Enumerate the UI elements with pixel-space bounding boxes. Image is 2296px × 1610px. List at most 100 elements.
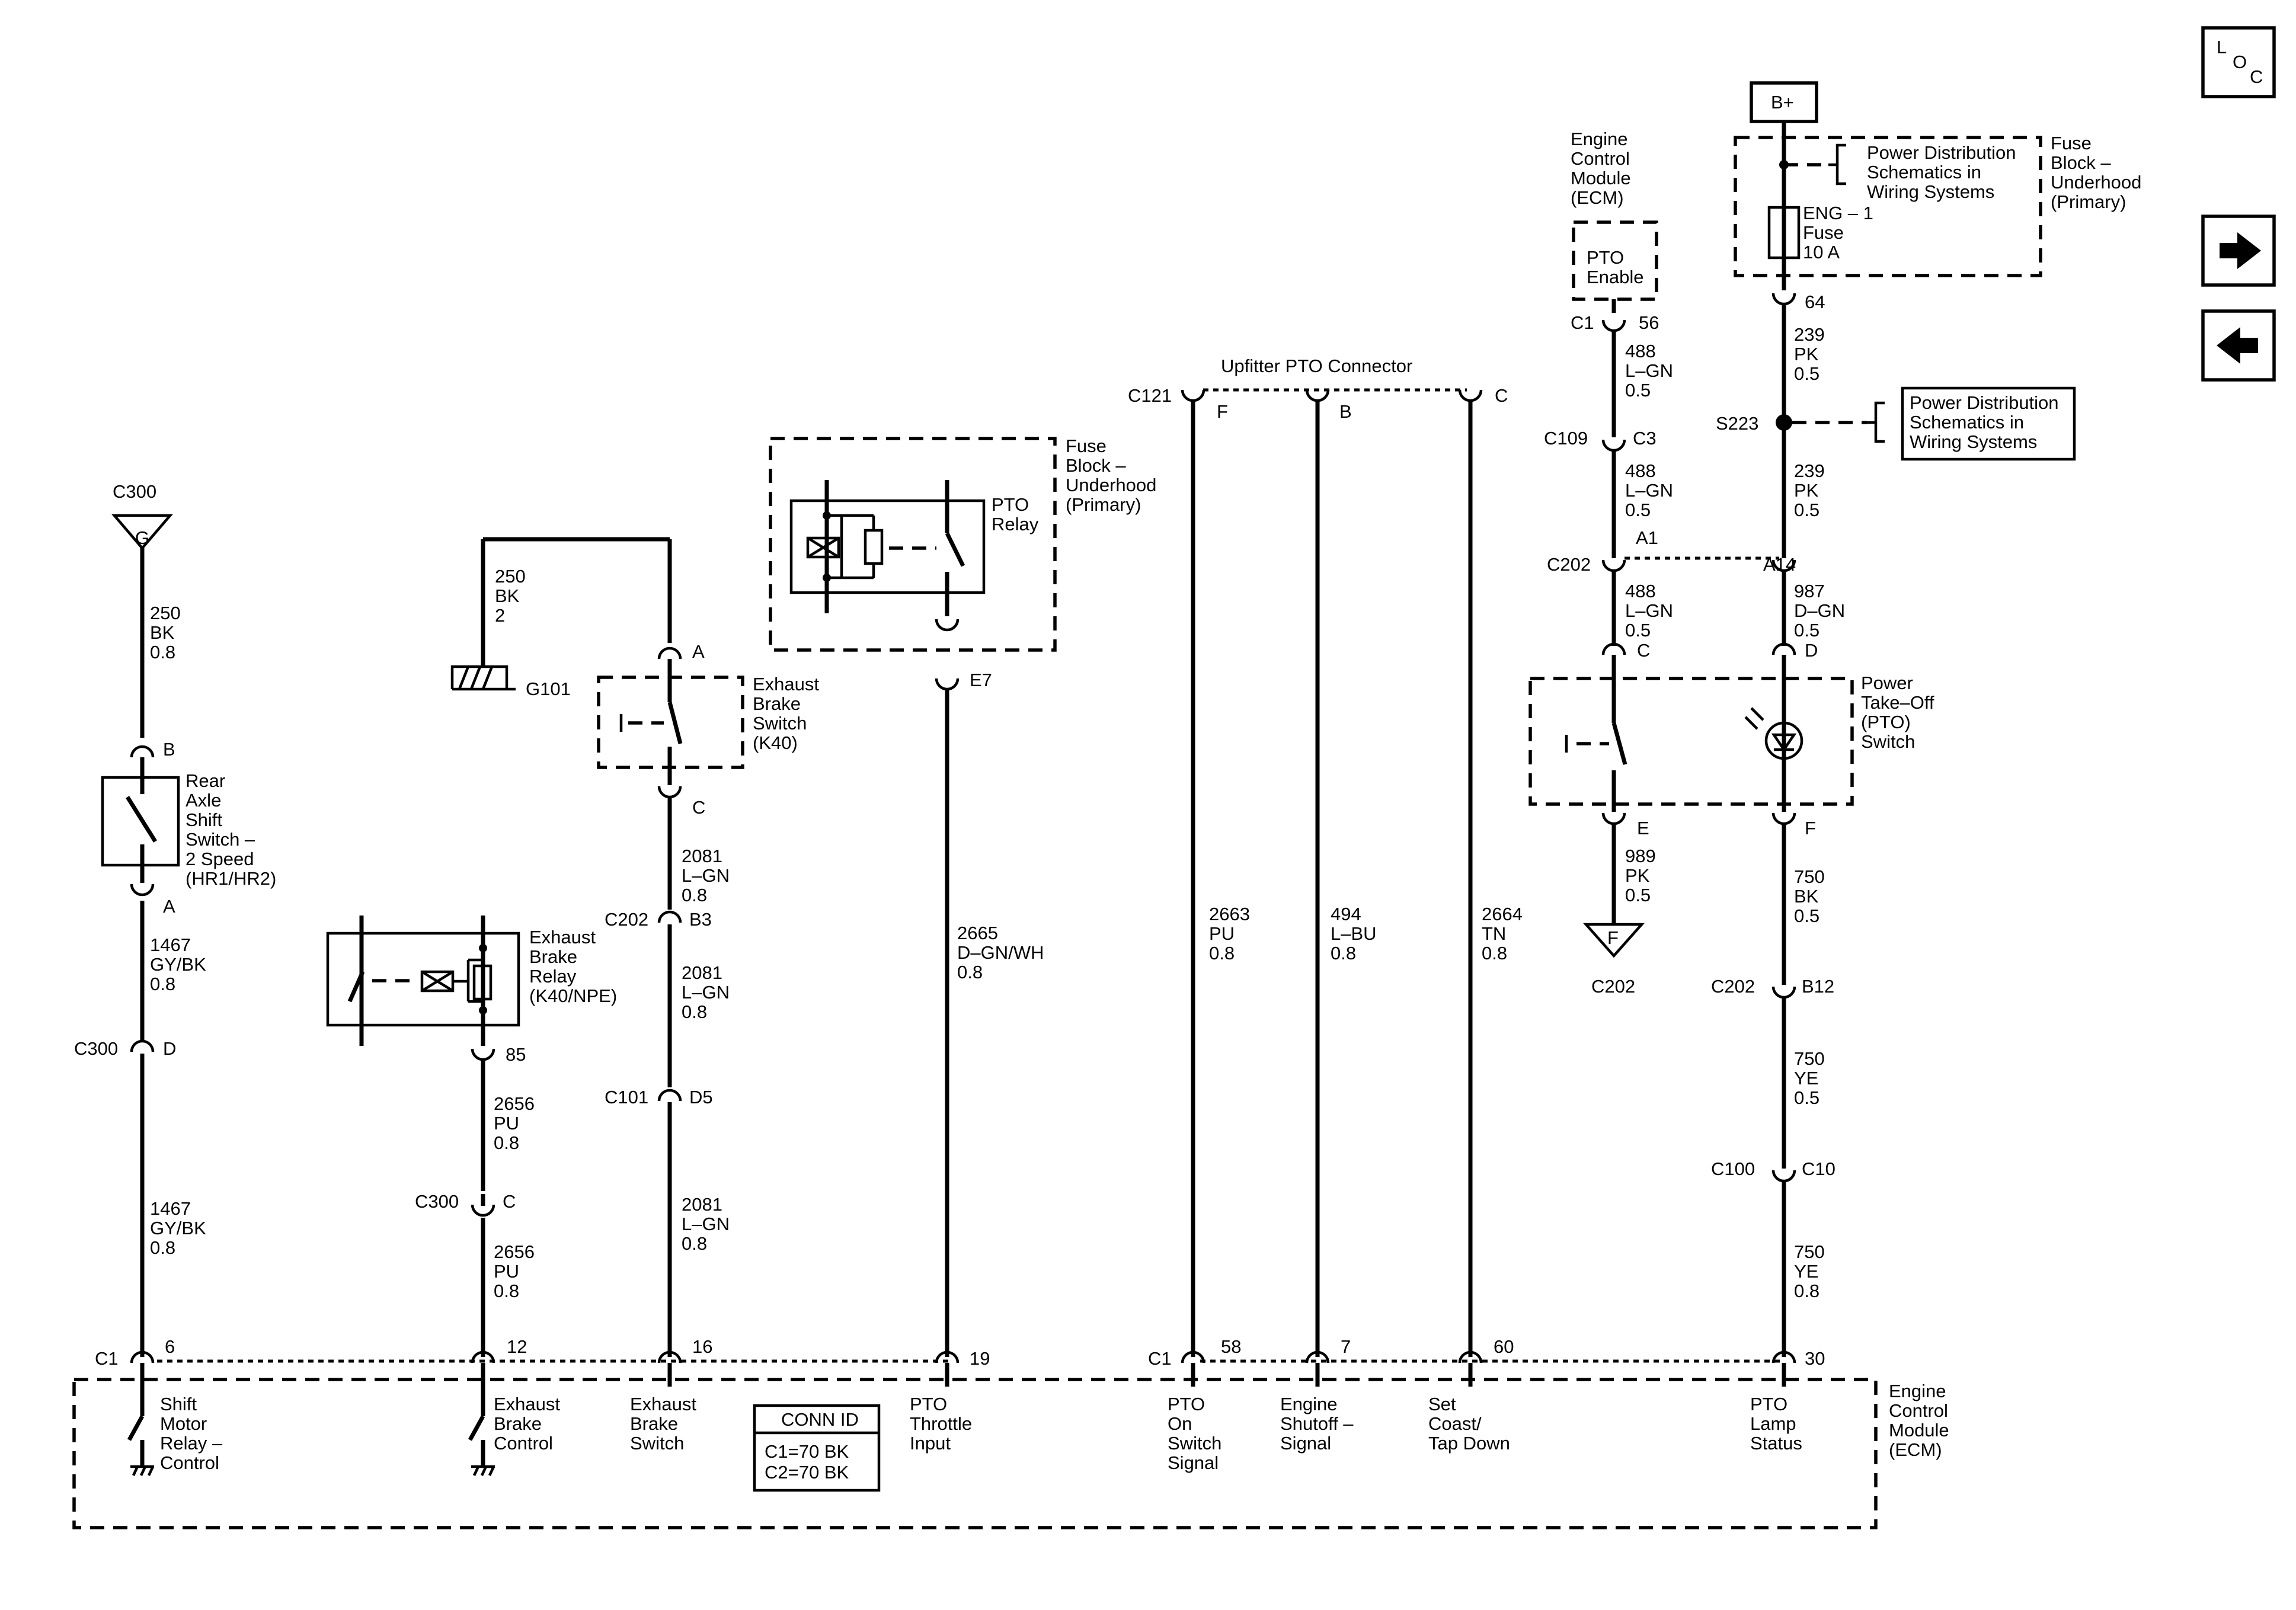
svg-text:488: 488 xyxy=(1625,460,1656,481)
svg-text:Underhood: Underhood xyxy=(1066,475,1156,495)
svg-text:C1=70 BK: C1=70 BK xyxy=(765,1441,849,1462)
svg-text:BK: BK xyxy=(150,622,175,643)
svg-text:Control: Control xyxy=(160,1452,219,1473)
svg-text:Power: Power xyxy=(1861,673,1913,693)
svg-text:PK: PK xyxy=(1794,480,1819,501)
svg-text:Engine: Engine xyxy=(1571,129,1628,149)
svg-text:Engine: Engine xyxy=(1889,1381,1946,1401)
pto-relay-box xyxy=(789,499,986,594)
svg-text:19: 19 xyxy=(970,1348,990,1369)
svg-text:O: O xyxy=(2233,52,2247,72)
svg-text:C1: C1 xyxy=(1571,312,1594,333)
fuse-block-pto-relay-dashed xyxy=(769,437,1057,652)
svg-text:2 Speed: 2 Speed xyxy=(186,849,254,869)
svg-text:C300: C300 xyxy=(415,1191,459,1212)
svg-text:Block –: Block – xyxy=(2051,152,2111,173)
ground-triangle-g xyxy=(111,514,173,550)
splice-s223 xyxy=(1776,414,1792,431)
svg-text:2081: 2081 xyxy=(682,1194,722,1215)
loc-button[interactable]: L O C xyxy=(2201,26,2276,98)
svg-text:C202: C202 xyxy=(1547,554,1591,575)
c300-top-label: C300 xyxy=(113,481,156,502)
svg-text:Rear: Rear xyxy=(186,770,225,791)
svg-text:239: 239 xyxy=(1794,460,1825,481)
svg-text:F: F xyxy=(1607,927,1619,948)
svg-text:G: G xyxy=(135,527,149,548)
bplus-box xyxy=(1750,81,1818,123)
svg-text:250: 250 xyxy=(495,566,526,587)
svg-text:Schematics in: Schematics in xyxy=(1910,412,2024,433)
svg-text:(Primary): (Primary) xyxy=(2051,191,2126,212)
svg-text:Wiring Systems: Wiring Systems xyxy=(1910,431,2037,452)
svg-text:Upfitter PTO Connector: Upfitter PTO Connector xyxy=(1221,356,1412,376)
svg-text:Signal: Signal xyxy=(1280,1433,1331,1454)
power-distribution-note-box xyxy=(1901,386,2076,461)
svg-text:0.8: 0.8 xyxy=(494,1281,519,1301)
svg-text:Set: Set xyxy=(1428,1394,1456,1414)
pto-enable-circuit: Engine Control Module (ECM) PTO Enable C… xyxy=(1528,129,1854,997)
svg-text:L–GN: L–GN xyxy=(682,982,730,1003)
svg-text:Underhood: Underhood xyxy=(2051,172,2141,193)
svg-text:C1: C1 xyxy=(1148,1348,1172,1369)
svg-text:Take–Off: Take–Off xyxy=(1861,692,1934,713)
svg-text:C: C xyxy=(692,797,705,818)
svg-text:On: On xyxy=(1168,1413,1192,1434)
svg-text:C: C xyxy=(1495,385,1508,406)
svg-text:PTO: PTO xyxy=(1750,1394,1787,1414)
svg-text:Block –: Block – xyxy=(1066,455,1126,476)
svg-text:D: D xyxy=(1805,640,1818,661)
svg-text:E: E xyxy=(1637,818,1649,838)
svg-text:C202: C202 xyxy=(1591,976,1635,997)
svg-text:Status: Status xyxy=(1750,1433,1802,1454)
pto-enable-box xyxy=(1572,220,1658,301)
svg-text:Engine: Engine xyxy=(1280,1394,1338,1414)
svg-text:(ECM): (ECM) xyxy=(1571,187,1624,208)
svg-text:Control: Control xyxy=(494,1433,553,1454)
svg-text:Module: Module xyxy=(1889,1420,1949,1441)
svg-text:0.5: 0.5 xyxy=(1794,905,1819,926)
svg-text:0.5: 0.5 xyxy=(1625,380,1651,401)
svg-text:0.8: 0.8 xyxy=(150,1237,175,1258)
previous-page-button[interactable] xyxy=(2201,309,2276,382)
svg-text:Control: Control xyxy=(1889,1400,1948,1421)
svg-text:Enable: Enable xyxy=(1587,267,1644,287)
exhaust-brake-switch-circuit: 250 BK 2 G101 A Exhaust Brake Switch (K4… xyxy=(450,537,819,1357)
svg-text:S223: S223 xyxy=(1716,413,1758,434)
svg-text:(PTO): (PTO) xyxy=(1861,712,1911,732)
svg-text:0.5: 0.5 xyxy=(1794,500,1819,520)
svg-text:D5: D5 xyxy=(689,1087,713,1108)
svg-text:L–GN: L–GN xyxy=(1625,600,1673,621)
svg-text:Module: Module xyxy=(1571,168,1631,188)
svg-text:2656: 2656 xyxy=(494,1241,535,1262)
svg-text:10 A: 10 A xyxy=(1803,242,1840,263)
svg-text:GY/BK: GY/BK xyxy=(150,954,206,975)
svg-text:PTO: PTO xyxy=(1587,247,1624,268)
svg-text:Switch: Switch xyxy=(630,1433,684,1454)
svg-text:Axle: Axle xyxy=(186,790,221,811)
svg-text:A1: A1 xyxy=(1636,527,1658,548)
svg-text:Throttle: Throttle xyxy=(910,1413,972,1434)
svg-text:6: 6 xyxy=(165,1336,175,1357)
svg-text:0.8: 0.8 xyxy=(1331,943,1356,964)
next-page-button[interactable] xyxy=(2201,215,2276,287)
svg-text:C: C xyxy=(503,1191,516,1212)
svg-text:0.8: 0.8 xyxy=(682,1001,707,1022)
svg-text:750: 750 xyxy=(1794,1048,1825,1069)
svg-text:CONN ID: CONN ID xyxy=(781,1409,859,1430)
ecm-signal-labels: Shift Motor Relay – Control Exhaust Brak… xyxy=(160,1381,1949,1473)
svg-text:C: C xyxy=(2250,66,2263,87)
svg-text:YE: YE xyxy=(1794,1261,1818,1282)
svg-text:2663: 2663 xyxy=(1209,904,1250,924)
svg-text:0.5: 0.5 xyxy=(1625,620,1651,641)
arrow-right-icon xyxy=(2220,232,2261,269)
svg-text:Shift: Shift xyxy=(160,1394,197,1414)
svg-text:YE: YE xyxy=(1794,1068,1818,1089)
svg-text:L–BU: L–BU xyxy=(1331,923,1377,944)
svg-text:(ECM): (ECM) xyxy=(1889,1439,1942,1460)
svg-text:0.8: 0.8 xyxy=(494,1132,519,1153)
svg-text:0.5: 0.5 xyxy=(1625,885,1651,905)
fuse-block-underhood-dashed xyxy=(1734,136,2042,277)
svg-text:C2=70 BK: C2=70 BK xyxy=(765,1462,849,1483)
svg-text:488: 488 xyxy=(1625,581,1656,601)
svg-text:Exhaust: Exhaust xyxy=(630,1394,696,1414)
